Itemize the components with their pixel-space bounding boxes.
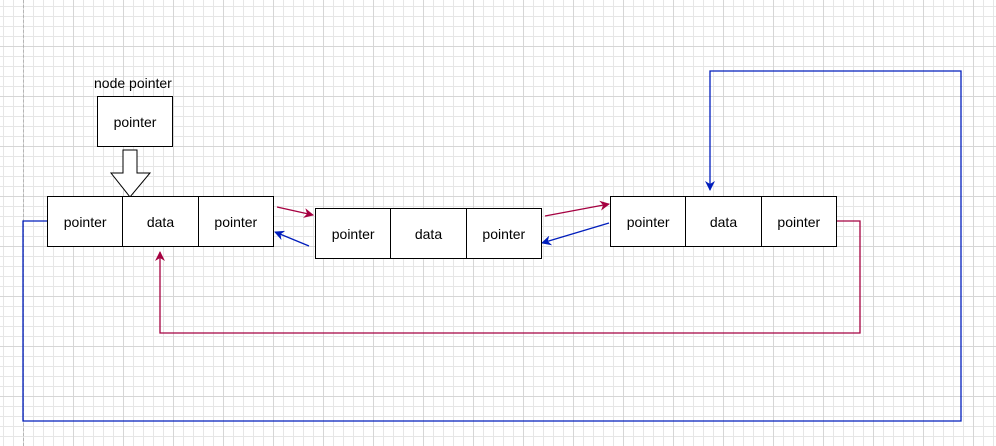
backward-link-node1-node3 bbox=[22, 70, 962, 422]
node1-prev-pointer-cell[interactable]: pointer bbox=[48, 197, 124, 246]
forward-link-node3-node1 bbox=[155, 220, 861, 334]
node1-data-cell[interactable]: data bbox=[123, 197, 199, 246]
node3-next-pointer-cell[interactable]: pointer bbox=[777, 213, 821, 230]
node-pointer-block-arrow bbox=[109, 149, 152, 198]
node2-data-cell[interactable]: data bbox=[391, 209, 467, 258]
forward-link-node1-node2 bbox=[276, 206, 314, 218]
forward-link-node2-node3 bbox=[544, 200, 610, 217]
list-node-3[interactable]: pointer data pointer bbox=[610, 196, 837, 247]
backward-link-node3-node2 bbox=[541, 222, 610, 246]
list-node-1[interactable]: pointer data pointer bbox=[47, 196, 274, 247]
list-node-2[interactable]: pointer data pointer bbox=[315, 208, 542, 259]
node2-prev-pointer-cell[interactable]: pointer bbox=[316, 209, 392, 258]
node-pointer-title: node pointer bbox=[94, 75, 172, 91]
node2-next-pointer-cell[interactable]: pointer bbox=[482, 225, 526, 242]
node3-prev-pointer-cell[interactable]: pointer bbox=[611, 197, 687, 246]
node-pointer-box[interactable]: pointer bbox=[97, 96, 173, 147]
node3-data-cell[interactable]: data bbox=[686, 197, 762, 246]
backward-link-node2-node1 bbox=[274, 230, 310, 247]
node1-next-pointer-cell[interactable]: pointer bbox=[214, 213, 258, 230]
